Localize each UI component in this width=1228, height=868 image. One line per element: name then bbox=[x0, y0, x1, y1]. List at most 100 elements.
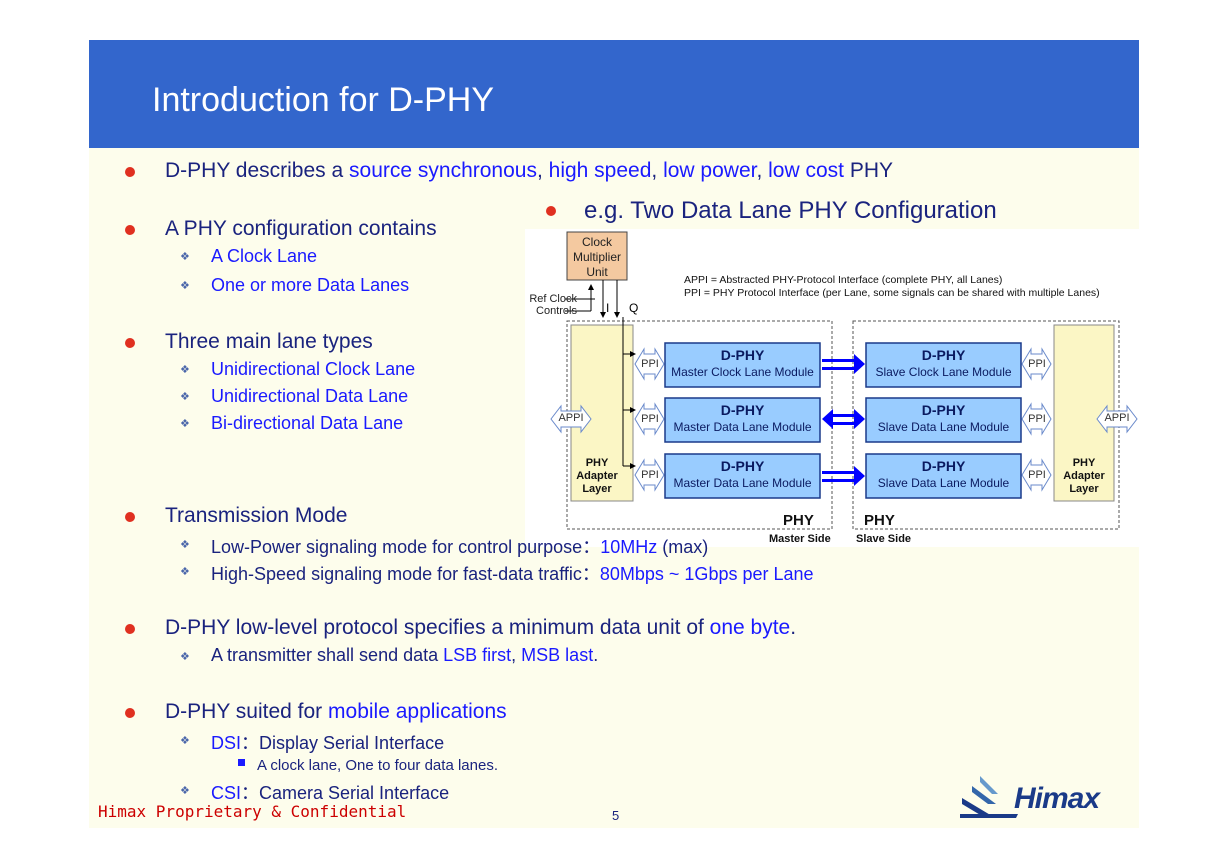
sub-uni-clock: Unidirectional Clock Lane bbox=[211, 359, 416, 379]
bullet-lane-types: Three main lane types bbox=[165, 330, 373, 353]
diagram-caption: e.g. Two Data Lane PHY Configuration bbox=[584, 197, 997, 224]
diamond-bullet-icon: ❖ bbox=[180, 539, 190, 551]
ref-clock-label: Ref Clock Controls bbox=[529, 293, 577, 317]
highlight: mobile applications bbox=[328, 700, 507, 723]
footer-confidential: Himax Proprietary & Confidential bbox=[98, 802, 407, 821]
highlight: LSB first bbox=[443, 645, 512, 665]
highlight: DSI bbox=[211, 733, 242, 753]
q-label: Q bbox=[629, 301, 639, 315]
text: Slave Data Lane Module bbox=[877, 476, 1010, 490]
ppi-label: PPI bbox=[641, 469, 659, 481]
text: Ref Clock bbox=[529, 293, 577, 305]
text: , bbox=[536, 159, 549, 182]
text: Layer bbox=[1069, 483, 1099, 495]
sub-uni-data: Unidirectional Data Lane bbox=[211, 386, 409, 406]
highlight: 80Mbps ~ 1Gbps per Lane bbox=[599, 564, 814, 584]
sub-dsi: DSI：Display Serial Interface bbox=[211, 729, 444, 755]
text: Master Data Lane Module bbox=[673, 476, 812, 490]
slave-clock-module bbox=[865, 342, 1022, 388]
master-phy-label: PHY bbox=[783, 512, 814, 529]
slave-data-module-2 bbox=[865, 453, 1022, 499]
text: , bbox=[756, 159, 769, 182]
diamond-bullet-icon: ❖ bbox=[180, 364, 190, 376]
sub-low-power: Low-Power signaling mode for control pur… bbox=[211, 533, 708, 559]
text: PHY bbox=[585, 457, 609, 469]
text: Unit bbox=[586, 265, 608, 279]
ppi-arrows-master bbox=[634, 347, 665, 492]
text: Controls bbox=[536, 305, 577, 317]
highlight: low power bbox=[663, 159, 757, 182]
diamond-bullet-icon: ❖ bbox=[180, 251, 190, 263]
dphy-block-diagram bbox=[550, 231, 1138, 530]
text: D-PHY bbox=[720, 458, 765, 474]
ppi-label: PPI bbox=[1028, 469, 1046, 481]
clock-multiplier-unit bbox=[566, 231, 628, 281]
appi-arrow-right bbox=[1096, 404, 1138, 434]
master-data-module-1 bbox=[664, 397, 821, 443]
bullet-dot bbox=[125, 512, 135, 522]
sub-bi-data: Bi-directional Data Lane bbox=[211, 413, 404, 433]
text: PPI = PHY Protocol Interface (per Lane, … bbox=[684, 287, 1100, 299]
text: D-PHY bbox=[720, 347, 765, 363]
sub-data-lanes: One or more Data Lanes bbox=[211, 275, 410, 295]
bullet-mobile-applications: D-PHY suited for mobile applications bbox=[165, 700, 507, 724]
highlight: source synchronous bbox=[349, 159, 537, 182]
sub-dsi-detail: A clock lane, One to four data lanes. bbox=[257, 757, 498, 774]
text: . bbox=[790, 616, 797, 639]
slave-adapter-label: PHY Adapter Layer bbox=[1054, 457, 1114, 496]
text: ：Display Serial Interface bbox=[241, 733, 445, 753]
text: Slave Clock Lane Module bbox=[875, 365, 1012, 379]
text: , bbox=[511, 645, 522, 665]
text: D-PHY bbox=[921, 402, 966, 418]
slave-phy-label: PHY bbox=[864, 512, 895, 529]
highlight: high speed bbox=[548, 159, 652, 182]
text: ：Camera Serial Interface bbox=[241, 783, 450, 803]
master-adapter-label: PHY Adapter Layer bbox=[571, 457, 623, 496]
text: Adapter bbox=[1063, 470, 1105, 482]
appi-arrow-left bbox=[550, 404, 592, 434]
diamond-bullet-icon: ❖ bbox=[180, 735, 190, 747]
text: PHY bbox=[844, 159, 894, 182]
text: Low-Power signaling mode for control pur… bbox=[211, 537, 601, 557]
sub-lsb-msb: A transmitter shall send data LSB first,… bbox=[211, 645, 598, 666]
bullet-dot bbox=[125, 624, 135, 634]
text: D-PHY bbox=[720, 402, 765, 418]
slave-clock-module-label: D-PHY Slave Clock Lane Module bbox=[866, 347, 1021, 381]
interface-legend: APPI = Abstracted PHY-Protocol Interface… bbox=[684, 274, 1100, 300]
ppi-label: PPI bbox=[641, 358, 659, 370]
title-bar bbox=[89, 40, 1139, 148]
highlight: MSB last bbox=[521, 645, 594, 665]
diamond-bullet-icon: ❖ bbox=[180, 566, 190, 578]
master-clock-module-label: D-PHY Master Clock Lane Module bbox=[665, 347, 820, 381]
text: D-PHY low-level protocol specifies a min… bbox=[165, 616, 710, 639]
text: D-PHY bbox=[921, 458, 966, 474]
i-label: I bbox=[606, 301, 610, 315]
lane-link-arrows bbox=[822, 354, 865, 486]
bullet-dot bbox=[125, 225, 135, 235]
text: PHY bbox=[1072, 457, 1096, 469]
sub-clock-lane: A Clock Lane bbox=[211, 246, 318, 266]
sub-csi: CSI：Camera Serial Interface bbox=[211, 779, 449, 805]
bullet-phy-configuration: A PHY configuration contains bbox=[165, 217, 437, 240]
text: D-PHY describes a bbox=[165, 159, 350, 182]
text: A transmitter shall send data bbox=[211, 645, 444, 665]
text: D-PHY bbox=[921, 347, 966, 363]
bullet-dot bbox=[546, 206, 556, 216]
text: Multiplier bbox=[572, 250, 621, 264]
text: Clock bbox=[581, 235, 612, 249]
diamond-bullet-icon: ❖ bbox=[180, 785, 190, 797]
master-clock-module bbox=[664, 342, 821, 388]
highlight: 10MHz bbox=[600, 537, 658, 557]
bullet-source-synchronous: D-PHY describes a source synchronous, hi… bbox=[165, 159, 893, 183]
logo-text: Himax bbox=[1014, 782, 1100, 815]
himax-logo: Himax bbox=[958, 774, 1138, 822]
bullet-dot bbox=[125, 338, 135, 348]
highlight: one byte bbox=[709, 616, 791, 639]
clock-unit-label: Clock Multiplier Unit bbox=[567, 235, 627, 280]
slave-data-module-label: D-PHY Slave Data Lane Module bbox=[866, 402, 1021, 436]
master-data-module-label: D-PHY Master Data Lane Module bbox=[665, 458, 820, 492]
bullet-dot bbox=[125, 167, 135, 177]
slave-data-module-label: D-PHY Slave Data Lane Module bbox=[866, 458, 1021, 492]
text: Adapter bbox=[576, 470, 618, 482]
bullet-dot bbox=[125, 708, 135, 718]
